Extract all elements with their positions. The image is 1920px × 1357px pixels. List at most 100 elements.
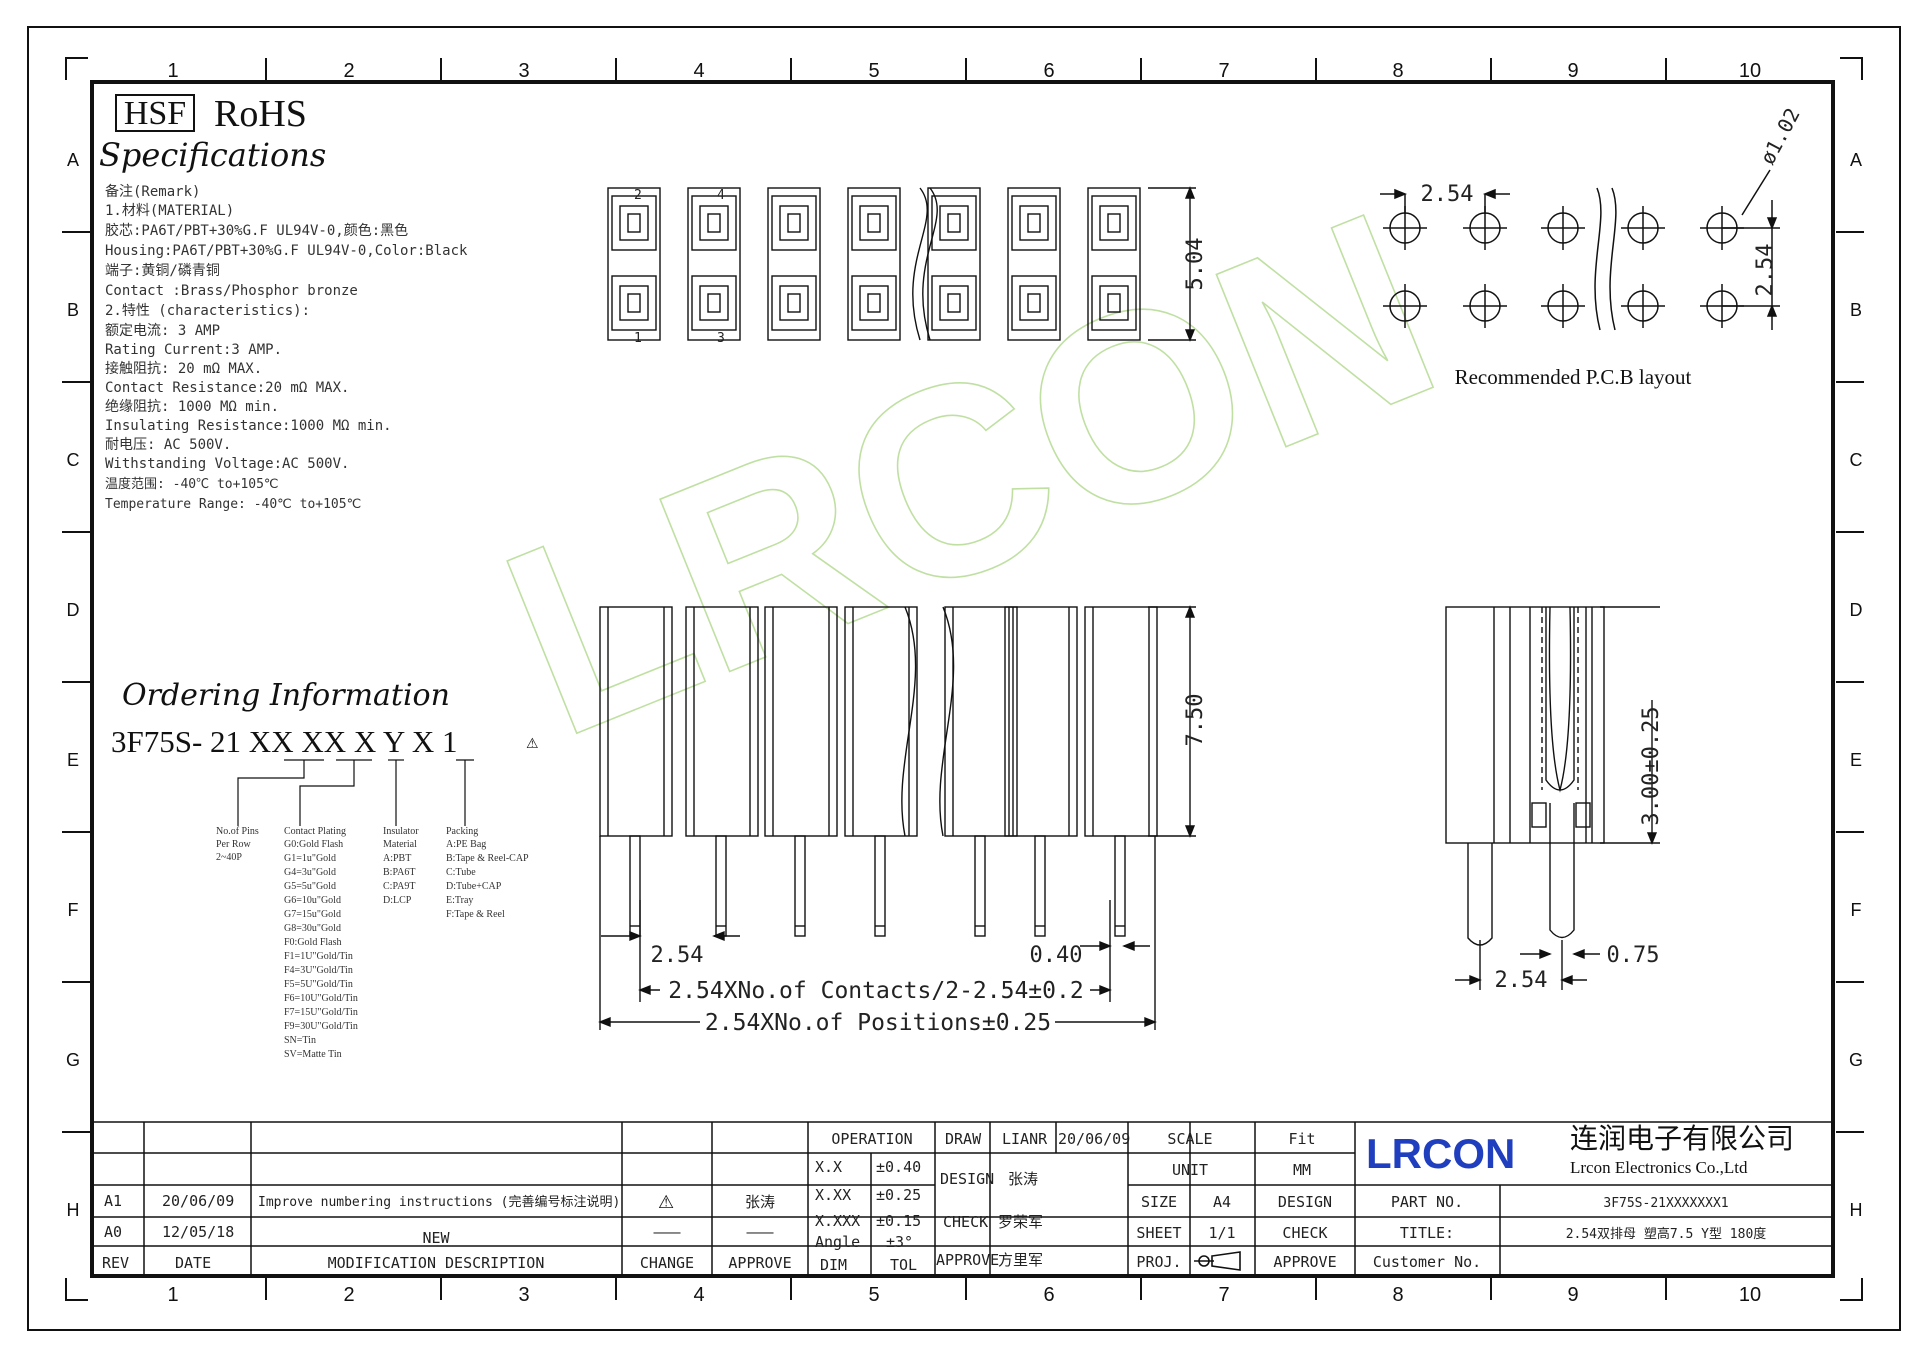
col-label: 3 bbox=[518, 60, 529, 82]
change-cell: ——— bbox=[653, 1223, 681, 1241]
svg-text:G1=1u"Gold: G1=1u"Gold bbox=[284, 853, 336, 864]
order-pins: No.of Pins Per Row 2~40P bbox=[216, 826, 259, 863]
svg-text:C:Tube: C:Tube bbox=[446, 867, 476, 878]
col-label: 10 bbox=[1739, 60, 1761, 82]
svg-text:A:PE Bag: A:PE Bag bbox=[446, 839, 486, 850]
row-label: H bbox=[67, 1200, 80, 1220]
desc-cell: NEW bbox=[422, 1229, 450, 1247]
svg-text:B:Tape & Reel-CAP: B:Tape & Reel-CAP bbox=[446, 853, 529, 864]
tol-val: ±0.15 bbox=[876, 1212, 921, 1230]
tol-dim: X.X bbox=[815, 1158, 842, 1176]
unit-value: MM bbox=[1293, 1161, 1311, 1179]
inner-frame bbox=[90, 80, 1835, 1278]
spec-line: 胶芯:PA6T/PBT+30%G.F UL94V-0,颜色:黑色 bbox=[105, 222, 408, 239]
contact-core bbox=[627, 213, 641, 233]
pcb-hole bbox=[1541, 206, 1585, 250]
company-name-en: Lrcon Electronics Co.,Ltd bbox=[1570, 1158, 1748, 1177]
tol-val: ±3° bbox=[886, 1233, 913, 1251]
tol-dim: Angle bbox=[815, 1233, 860, 1251]
size-label: SIZE bbox=[1141, 1193, 1177, 1211]
drawing-info-table: SCALE Fit UNIT MM SIZE A4 DESIGN SHEET 1… bbox=[1136, 1130, 1766, 1271]
cell-outline bbox=[687, 187, 741, 341]
contact-box bbox=[771, 275, 817, 331]
spec-list: 备注(Remark) 1.材料(MATERIAL) 胶芯:PA6T/PBT+30… bbox=[105, 183, 468, 512]
pin bbox=[1034, 835, 1046, 937]
sheet-value: 1/1 bbox=[1208, 1224, 1235, 1242]
pin-number: 2 bbox=[634, 188, 642, 203]
order-plating: Contact Plating G0:Gold Flash G1=1u"Gold… bbox=[284, 826, 358, 1060]
contact-box bbox=[931, 195, 977, 251]
rev-cell: A1 bbox=[104, 1192, 122, 1210]
col-label: 8 bbox=[1392, 60, 1403, 82]
contact-core bbox=[1027, 293, 1041, 313]
ordering-title: Ordering Information bbox=[122, 678, 450, 713]
svg-text:F9=30U"Gold/Tin: F9=30U"Gold/Tin bbox=[284, 1021, 358, 1032]
spec-line: 绝缘阻抗: 1000 MΩ min. bbox=[105, 399, 279, 415]
hsf-mark: HSF bbox=[124, 95, 186, 132]
contact-box bbox=[1091, 275, 1137, 331]
draw-date: 20/06/09 bbox=[1058, 1130, 1130, 1148]
svg-text:SN=Tin: SN=Tin bbox=[284, 1035, 316, 1046]
col-label: 7 bbox=[1218, 1284, 1229, 1306]
svg-text:Contact Plating: Contact Plating bbox=[284, 826, 346, 837]
design-label: DESIGN bbox=[1278, 1193, 1332, 1211]
svg-text:G5=5u"Gold: G5=5u"Gold bbox=[284, 881, 336, 892]
dim-side-pin: 0.75 bbox=[1607, 943, 1660, 968]
svg-text:G0:Gold Flash: G0:Gold Flash bbox=[284, 839, 343, 850]
row-label: D bbox=[67, 600, 80, 620]
contact-box bbox=[611, 195, 657, 251]
row-label: B bbox=[67, 300, 79, 320]
pcb-hole bbox=[1541, 284, 1585, 328]
spec-line: Withstanding Voltage:AC 500V. bbox=[105, 456, 349, 472]
scale-label: SCALE bbox=[1167, 1130, 1212, 1148]
spec-line: 耐电压: AC 500V. bbox=[105, 437, 231, 453]
top-view-cell bbox=[1007, 187, 1061, 341]
tol-dim: X.XX bbox=[815, 1186, 851, 1204]
tol-val: ±0.40 bbox=[876, 1158, 921, 1176]
check-name: 罗荣军 bbox=[998, 1213, 1043, 1231]
rev-cell: A0 bbox=[104, 1223, 122, 1241]
cell-outline bbox=[847, 187, 901, 341]
outer-border bbox=[27, 26, 1901, 1331]
cell-outline bbox=[767, 187, 821, 341]
column-labels-top: 1 2 3 4 5 6 7 8 9 10 bbox=[167, 60, 1761, 82]
svg-text:D:Tube+CAP: D:Tube+CAP bbox=[446, 881, 502, 892]
svg-text:No.of Pins: No.of Pins bbox=[216, 826, 259, 837]
row-label: F bbox=[68, 900, 79, 920]
design-label: DESIGN bbox=[940, 1170, 994, 1188]
pin-number: 4 bbox=[717, 188, 725, 203]
svg-text:G4=3u"Gold: G4=3u"Gold bbox=[284, 867, 336, 878]
row-label: C bbox=[67, 450, 80, 470]
contact-box bbox=[851, 275, 897, 331]
row-label: E bbox=[67, 750, 79, 770]
svg-text:E:Tray: E:Tray bbox=[446, 895, 473, 906]
top-view bbox=[607, 186, 1196, 342]
tolerance-table: OPERATION X.X ±0.40 X.XX ±0.25 X.XXX ±0.… bbox=[815, 1130, 921, 1274]
contact-core bbox=[1107, 293, 1121, 313]
pin bbox=[629, 835, 641, 937]
contact-box bbox=[691, 195, 737, 251]
svg-text:C:PA9T: C:PA9T bbox=[383, 881, 415, 892]
contact-inner bbox=[619, 285, 649, 321]
svg-text:G7=15u"Gold: G7=15u"Gold bbox=[284, 909, 341, 920]
spec-line: 1.材料(MATERIAL) bbox=[105, 203, 234, 219]
front-view-cell bbox=[599, 606, 673, 937]
tol-val: ±0.25 bbox=[876, 1186, 921, 1204]
date-cell: 12/05/18 bbox=[162, 1223, 234, 1241]
front-view-cell bbox=[764, 606, 838, 937]
cell-outline bbox=[607, 187, 661, 341]
part-no-label: PART NO. bbox=[1391, 1193, 1463, 1211]
contact-inner bbox=[859, 285, 889, 321]
ordering-code: 3F75S- 21 XX XX X Y X 1 bbox=[111, 724, 457, 759]
row-label: A bbox=[1850, 150, 1862, 170]
col-label: 6 bbox=[1043, 1284, 1054, 1306]
dim-label: DIM bbox=[820, 1256, 847, 1274]
revision-table: A1 20/06/09 Improve numbering instructio… bbox=[102, 1192, 792, 1272]
spec-line: Contact :Brass/Phosphor bronze bbox=[105, 283, 358, 299]
col-label: 7 bbox=[1218, 60, 1229, 82]
date-header: DATE bbox=[175, 1254, 211, 1272]
pin-number: 1 bbox=[634, 331, 642, 346]
svg-text:D:LCP: D:LCP bbox=[383, 895, 412, 906]
cell-outline bbox=[1007, 187, 1061, 341]
spec-line: 接触阻抗: 20 mΩ MAX. bbox=[105, 360, 262, 377]
